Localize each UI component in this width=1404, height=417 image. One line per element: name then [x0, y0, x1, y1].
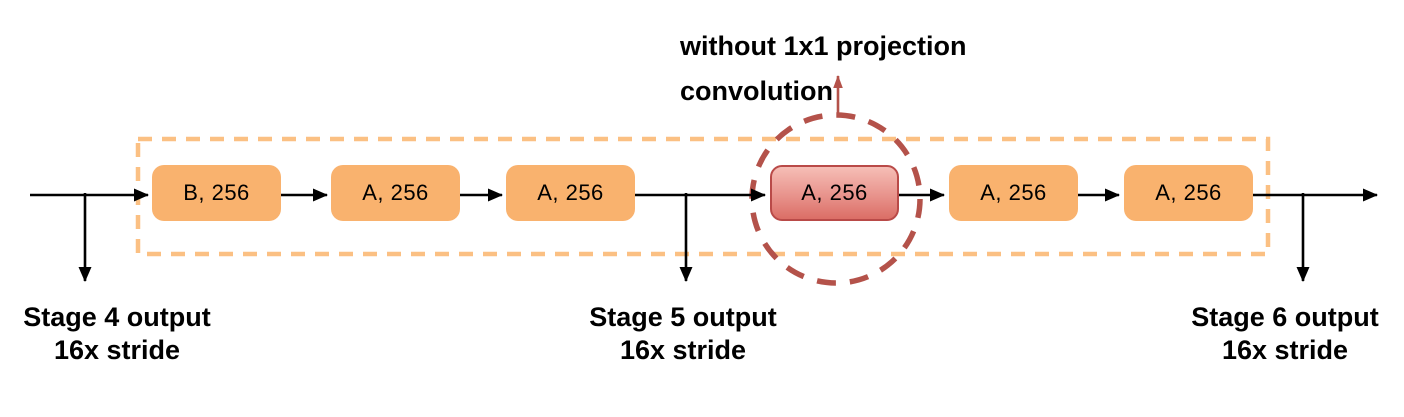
stage-6-output-line-2: 16x stride [1221, 335, 1349, 365]
stage-4-output-label: Stage 4 output 16x stride [0, 301, 237, 367]
annotation-line-2: convolution [680, 76, 833, 106]
annotation-line-1: without 1x1 projection [680, 31, 967, 61]
annotation: without 1x1 projection convolution [680, 24, 967, 114]
stage-6-output-label: Stage 6 output 16x stride [1165, 301, 1404, 367]
stage-dashed-box [135, 136, 1271, 257]
stage-5-output-label: Stage 5 output 16x stride [563, 301, 803, 367]
block-3-a256: A, 256 [506, 165, 635, 221]
stage-6-output-line-1: Stage 6 output [1191, 302, 1379, 332]
stage-4-output-line-1: Stage 4 output [23, 302, 211, 332]
stage-4-output-line-2: 16x stride [53, 335, 181, 365]
block-6-a256: A, 256 [1124, 165, 1253, 221]
stage-5-output-line-1: Stage 5 output [589, 302, 777, 332]
block-4-a256-highlighted: A, 256 [770, 165, 899, 221]
stage-5-output-line-2: 16x stride [619, 335, 747, 365]
block-2-a256: A, 256 [331, 165, 460, 221]
block-5-a256: A, 256 [949, 165, 1078, 221]
block-1-b256: B, 256 [152, 165, 281, 221]
highlight-dashed-circle [749, 112, 923, 286]
